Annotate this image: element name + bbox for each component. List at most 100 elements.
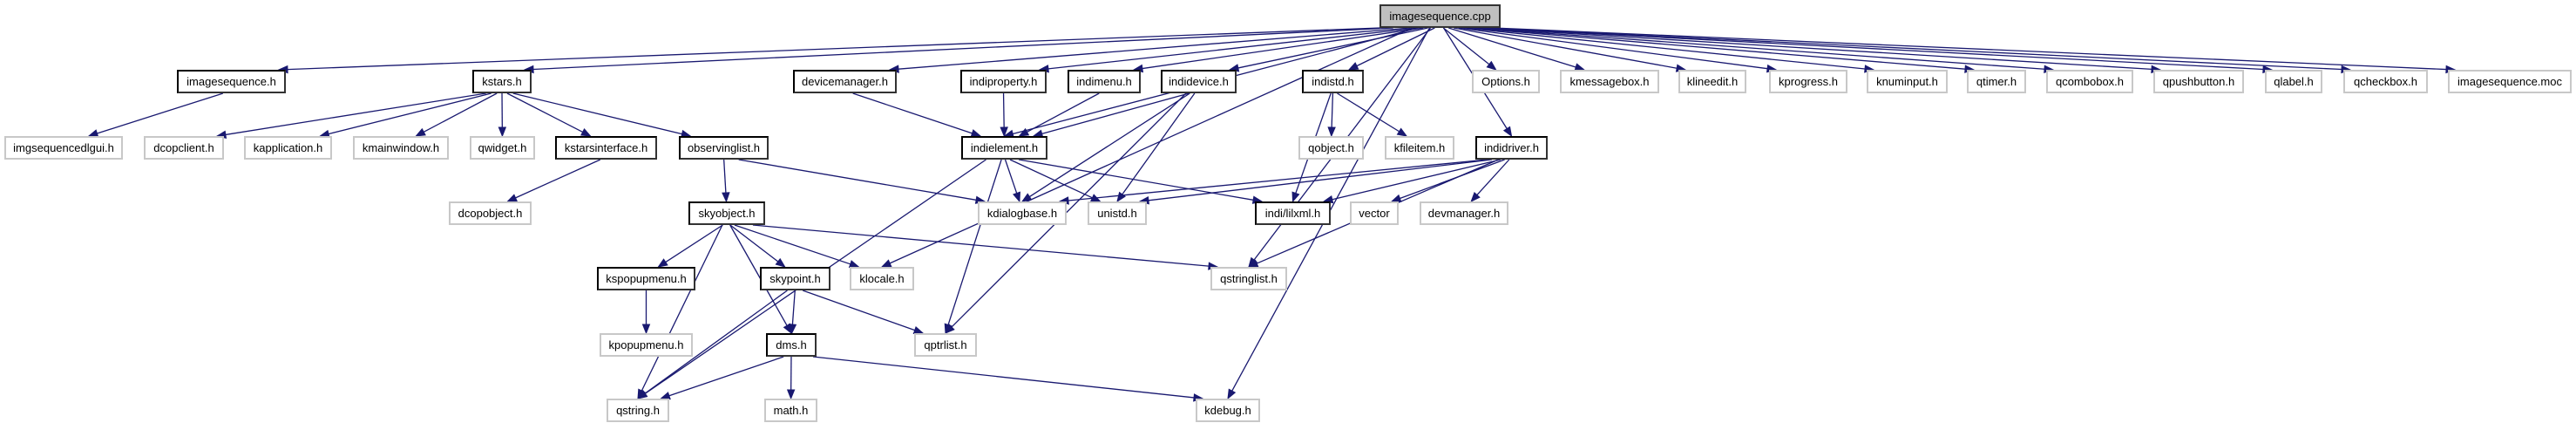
arrowhead-icon	[880, 259, 892, 268]
arrowhead-icon	[1227, 388, 1237, 400]
node-label: kpopupmenu.h	[608, 338, 684, 351]
edge-kstars-h-to-dcopclient-h	[225, 92, 486, 136]
arrowhead-icon	[1347, 62, 1359, 71]
node-devmanager-h: devmanager.h	[1420, 201, 1508, 225]
arrowhead-icon	[944, 323, 952, 335]
node-qlabel-h: qlabel.h	[2265, 70, 2322, 93]
edge-observinglist-h-to-kdialogbase-h	[738, 159, 977, 201]
edge-root-to-imagesequence-h	[287, 27, 1380, 71]
node-label: kdebug.h	[1204, 404, 1251, 417]
node-kspopupmenu-h[interactable]: kspopupmenu.h	[597, 267, 695, 290]
edge-root-to-qlabel-h	[1482, 27, 2264, 71]
edge-imagesequence-h-to-imgsequencedlgui-h	[97, 92, 224, 134]
edge-root-to-qcheckbox-h	[1487, 27, 2342, 71]
node-label: skyobject.h	[698, 207, 756, 220]
node-label: qwidget.h	[478, 141, 527, 154]
edge-skyobject-h-to-skypoint-h	[729, 224, 779, 263]
arrowhead-icon	[1502, 126, 1513, 138]
arrowhead-icon	[415, 127, 426, 137]
node-root[interactable]: imagesequence.cpp	[1380, 4, 1501, 28]
edge-root-to-indiproperty-h	[1047, 27, 1419, 70]
node-label: indidevice.h	[1169, 75, 1229, 88]
node-label: indielement.h	[970, 141, 1039, 154]
edge-indimenu-h-to-indielement-h	[1027, 92, 1100, 133]
edge-indidriver-h-to-kdialogbase-h	[1068, 159, 1488, 201]
node-label: qpushbutton.h	[2162, 75, 2235, 88]
node-indiproperty-h[interactable]: indiproperty.h	[960, 70, 1047, 93]
node-kdebug-h: kdebug.h	[1196, 399, 1260, 422]
node-label: skypoint.h	[769, 272, 821, 285]
node-kpopupmenu-h: kpopupmenu.h	[600, 333, 693, 357]
node-klocale-h: klocale.h	[850, 267, 914, 290]
edge-observinglist-h-to-skyobject-h	[723, 159, 727, 194]
arrowhead-icon	[1247, 259, 1259, 268]
node-label: qcombobox.h	[2055, 75, 2125, 88]
node-label: imagesequence.h	[186, 75, 276, 88]
edge-devicemanager-h-to-indielement-h	[852, 92, 973, 134]
node-label: unistd.h	[1097, 207, 1137, 220]
node-skypoint-h[interactable]: skypoint.h	[760, 267, 830, 290]
node-label: kapplication.h	[253, 141, 323, 154]
node-qstring-h: qstring.h	[607, 399, 669, 422]
node-label: math.h	[773, 404, 809, 417]
arrowhead-icon	[788, 324, 797, 335]
node-label: kspopupmenu.h	[606, 272, 687, 285]
arrowhead-icon	[722, 192, 730, 203]
node-label: indidriver.h	[1484, 141, 1539, 154]
edge-skypoint-h-to-qstring-h	[644, 290, 788, 394]
node-label: Options.h	[1481, 75, 1530, 88]
edge-indidevice-h-to-kdialogbase-h	[1029, 92, 1190, 198]
arrowhead-icon	[1116, 191, 1126, 203]
node-indistd-h[interactable]: indistd.h	[1302, 70, 1364, 93]
node-label: qcheckbox.h	[2354, 75, 2417, 88]
node-skyobject-h[interactable]: skyobject.h	[688, 201, 765, 225]
node-label: indi/lilxml.h	[1264, 207, 1321, 220]
node-label: observinglist.h	[687, 141, 761, 154]
edge-root-to-klineedit-h	[1454, 27, 1678, 69]
node-label: vector	[1359, 207, 1390, 220]
node-kmainwindow-h: kmainwindow.h	[353, 136, 449, 160]
edge-indidriver-h-to-lilxml-h	[1332, 159, 1502, 201]
node-dcopobject-h: dcopobject.h	[449, 201, 532, 225]
edge-root-to-options-h	[1442, 27, 1490, 65]
node-observinglist-h[interactable]: observinglist.h	[679, 136, 769, 160]
arrowhead-icon	[775, 257, 786, 268]
node-indidriver-h[interactable]: indidriver.h	[1475, 136, 1548, 160]
node-kstars-h[interactable]: kstars.h	[472, 70, 532, 93]
node-dcopclient-h: dcopclient.h	[144, 136, 224, 160]
edge-kstars-h-to-kstarsinterface-h	[506, 92, 583, 133]
node-label: kmainwindow.h	[362, 141, 440, 154]
edge-skyobject-h-to-kspopupmenu-h	[665, 224, 723, 263]
node-indimenu-h[interactable]: indimenu.h	[1068, 70, 1141, 93]
node-dms-h[interactable]: dms.h	[766, 333, 817, 357]
node-lilxml-h[interactable]: indi/lilxml.h	[1255, 201, 1331, 225]
edge-root-to-qtimer-h	[1468, 27, 1966, 70]
edge-root-to-indimenu-h	[1142, 27, 1424, 70]
node-label: kstarsinterface.h	[564, 141, 648, 154]
node-indidevice-h[interactable]: indidevice.h	[1161, 70, 1237, 93]
edge-dms-h-to-qstring-h	[668, 356, 784, 397]
node-klineedit-h: klineedit.h	[1678, 70, 1746, 93]
arrowhead-icon	[1396, 127, 1408, 137]
edge-root-to-kmessagebox-h	[1448, 27, 1576, 68]
node-label: kprogress.h	[1779, 75, 1838, 88]
edge-skyobject-h-to-qstringlist-h	[752, 224, 1210, 267]
node-label: klocale.h	[859, 272, 905, 285]
node-qwidget-h: qwidget.h	[470, 136, 535, 160]
node-qcombobox-h: qcombobox.h	[2046, 70, 2133, 93]
node-label: devmanager.h	[1427, 207, 1501, 220]
edge-root-to-imagesequence-moc	[1493, 27, 2447, 71]
node-label: kmessagebox.h	[1569, 75, 1650, 88]
node-indielement-h[interactable]: indielement.h	[961, 136, 1047, 160]
node-label: imagesequence.cpp	[1389, 10, 1491, 23]
node-label: qobject.h	[1308, 141, 1354, 154]
node-imagesequence-moc: imagesequence.moc	[2448, 70, 2572, 93]
node-kstarsinterface-h[interactable]: kstarsinterface.h	[555, 136, 657, 160]
node-label: qtimer.h	[1976, 75, 2017, 88]
edge-indidevice-h-to-unistd-h	[1122, 92, 1196, 195]
node-devicemanager-h[interactable]: devicemanager.h	[793, 70, 897, 93]
arrowhead-icon	[1013, 191, 1021, 203]
arrowhead-icon	[580, 127, 592, 137]
node-imagesequence-h[interactable]: imagesequence.h	[177, 70, 286, 93]
edge-indidriver-h-to-unistd-h	[1148, 159, 1492, 201]
